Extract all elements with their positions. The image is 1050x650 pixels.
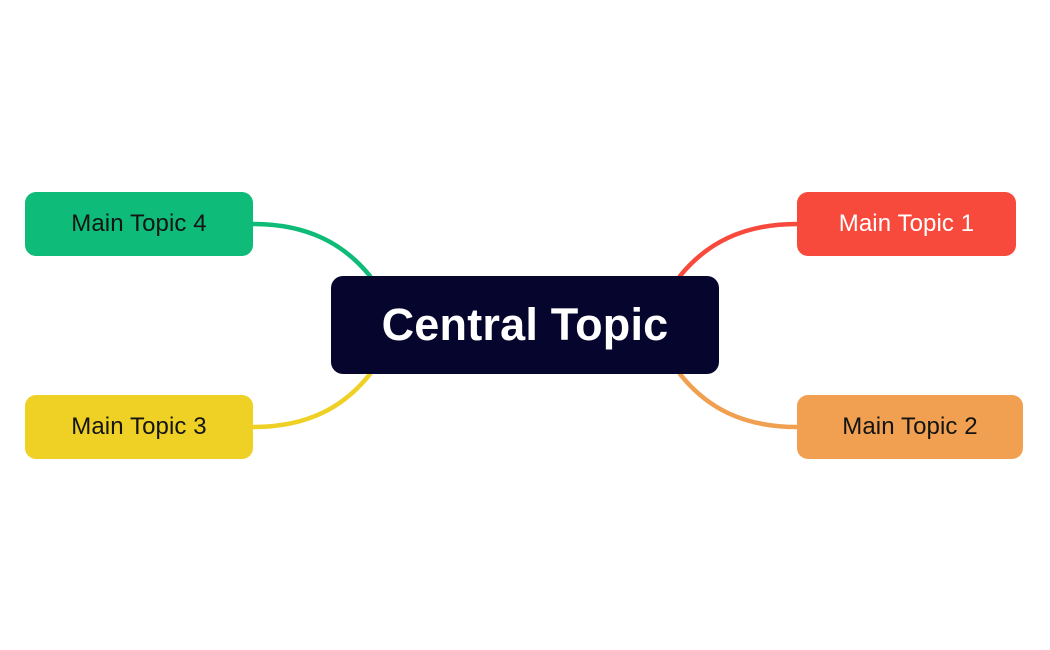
node-main-topic-1[interactable]: Main Topic 1 (797, 192, 1016, 256)
connector-topic-3 (250, 371, 373, 430)
connector-topic-4 (250, 221, 373, 279)
node-main-topic-4-label: Main Topic 4 (71, 210, 207, 237)
node-main-topic-2-label: Main Topic 2 (842, 413, 978, 440)
connector-topic-1 (677, 221, 800, 279)
node-main-topic-3[interactable]: Main Topic 3 (25, 395, 253, 459)
node-central-topic[interactable]: Central Topic (331, 276, 719, 374)
node-central-topic-label: Central Topic (381, 299, 669, 350)
node-main-topic-4[interactable]: Main Topic 4 (25, 192, 253, 256)
node-main-topic-3-label: Main Topic 3 (71, 413, 207, 440)
node-main-topic-1-label: Main Topic 1 (838, 210, 975, 237)
connector-topic-2 (677, 371, 800, 430)
node-main-topic-2[interactable]: Main Topic 2 (797, 395, 1023, 459)
